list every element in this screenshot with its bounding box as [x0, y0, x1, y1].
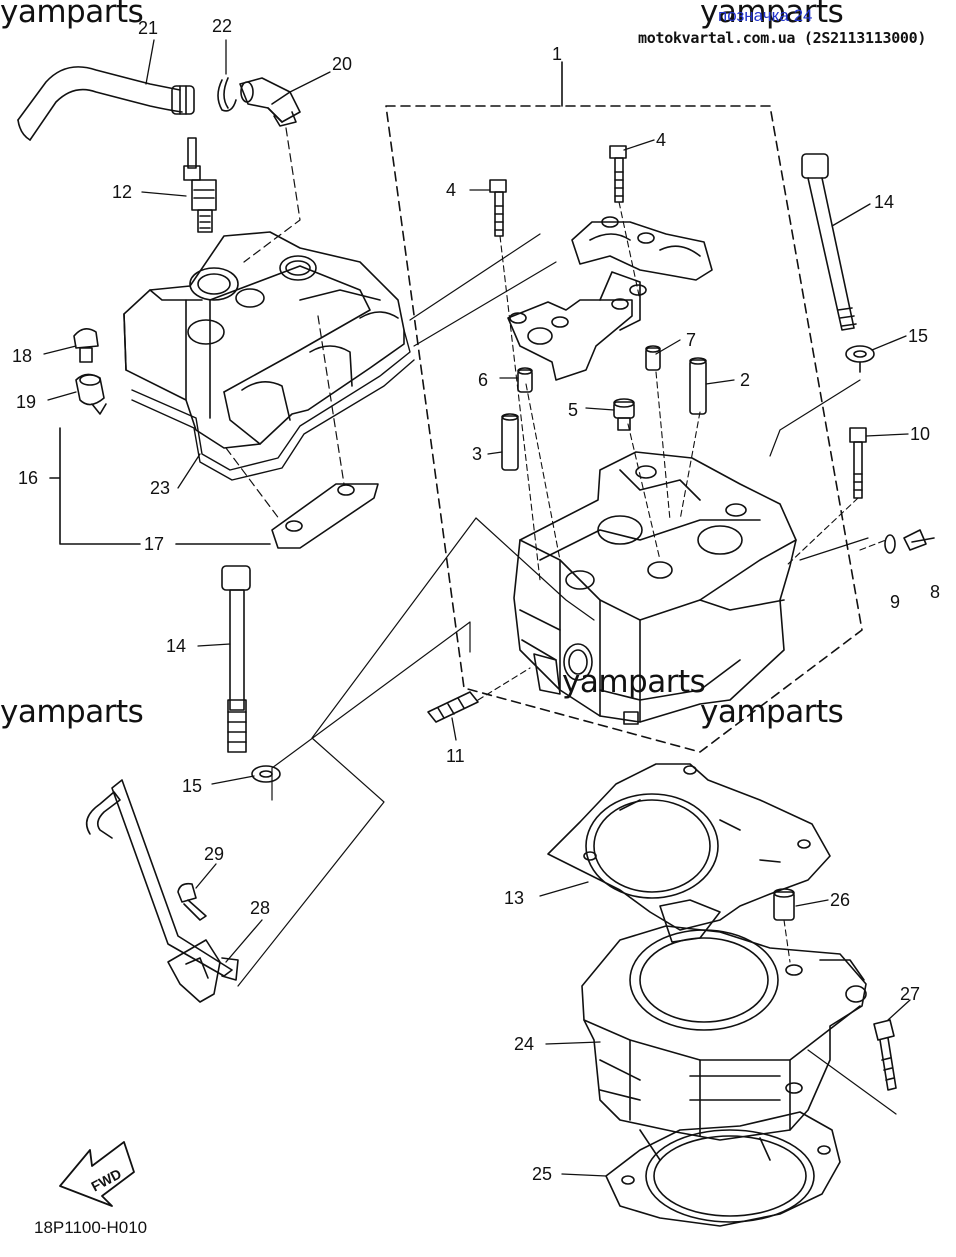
callout-28: 28	[250, 898, 270, 918]
callout-11: 11	[446, 746, 465, 766]
bolt-8	[903, 529, 935, 551]
callout-10: 10	[910, 424, 930, 444]
hose-clip	[217, 77, 237, 112]
callout-27: 27	[900, 984, 920, 1004]
callout-25: 25	[532, 1164, 552, 1184]
washer-15-right	[845, 345, 875, 373]
callout-leaders	[43, 39, 911, 1177]
cylinder-head	[513, 451, 797, 725]
base-gasket	[605, 1111, 841, 1227]
elbow-fitting	[239, 77, 301, 127]
callout-14a: 14	[874, 192, 894, 212]
diagram-code: 18P1100-H010	[34, 1218, 148, 1237]
callout-22: 22	[212, 16, 232, 36]
callout-13: 13	[504, 888, 524, 908]
head-cover	[123, 231, 415, 481]
cover-bracket	[271, 483, 379, 549]
callout-2: 2	[740, 370, 750, 390]
header-site: motokvartal.com.ua (2S2113113000)	[638, 29, 927, 47]
bolt-guides	[499, 201, 701, 581]
callout-12: 12	[112, 182, 132, 202]
grommet	[75, 373, 107, 415]
callout-3: 3	[472, 444, 482, 464]
cylinder-bolt	[807, 1019, 897, 1115]
callout-7: 7	[686, 330, 696, 350]
cover-bolt	[73, 328, 99, 363]
callout-15b: 15	[182, 776, 202, 796]
spark-plug	[183, 137, 217, 233]
callout-17: 17	[144, 534, 164, 554]
callout-19: 19	[16, 392, 36, 412]
callout-15a: 15	[908, 326, 928, 346]
watermark-top-left: yamparts	[0, 0, 144, 30]
assembly-1-boundary	[385, 105, 863, 753]
callout-4b: 4	[656, 130, 666, 150]
assembly-guides	[237, 233, 869, 987]
washer-15-left	[251, 765, 281, 783]
camshaft-caps	[507, 216, 713, 381]
callout-1: 1	[552, 44, 562, 64]
callout-29: 29	[204, 844, 224, 864]
callout-6: 6	[478, 370, 488, 390]
head-bolt-10	[785, 427, 867, 567]
callout-14b: 14	[166, 636, 186, 656]
valve-guide-2	[689, 357, 707, 415]
watermark-mid-center: yamparts	[562, 664, 706, 700]
callout-4a: 4	[446, 180, 456, 200]
washer-9	[884, 534, 896, 554]
header-link[interactable]: позначка 24	[718, 6, 813, 25]
cap-bolt-b	[609, 145, 627, 203]
fwd-label: FWD	[88, 1165, 124, 1194]
cover-guides	[225, 127, 345, 521]
callout-21: 21	[138, 18, 158, 38]
oil-pipe	[85, 779, 239, 1003]
cap-bolt-a	[489, 179, 507, 237]
dowel-pin-7	[645, 345, 661, 371]
callout-5: 5	[568, 400, 578, 420]
callout-23: 23	[150, 478, 170, 498]
watermark-top-right: yamparts	[700, 0, 844, 30]
head-bolt-14-right	[801, 153, 857, 331]
callout-18: 18	[12, 346, 32, 366]
callout-8: 8	[930, 582, 940, 602]
head-gasket	[547, 763, 831, 943]
valve-seal	[613, 398, 635, 431]
pipe-bolt	[177, 882, 207, 921]
head-bolt-14-left	[221, 565, 251, 753]
fwd-arrow-icon	[59, 1141, 135, 1207]
valve-guide-3	[501, 413, 519, 471]
callout-26: 26	[830, 890, 850, 910]
guide-9	[859, 539, 887, 551]
breather-hose	[17, 66, 195, 141]
dowel-pin-6	[517, 367, 533, 393]
callout-16: 16	[18, 468, 38, 488]
cylinder-block	[581, 925, 867, 1161]
dowel-pin-26	[773, 888, 795, 963]
callout-24: 24	[514, 1034, 534, 1054]
stud-bolt	[427, 667, 531, 723]
callout-20: 20	[332, 54, 352, 74]
watermark-mid-left: yamparts	[0, 694, 144, 730]
callout-9: 9	[890, 592, 900, 612]
group-16-bracket	[49, 427, 141, 545]
